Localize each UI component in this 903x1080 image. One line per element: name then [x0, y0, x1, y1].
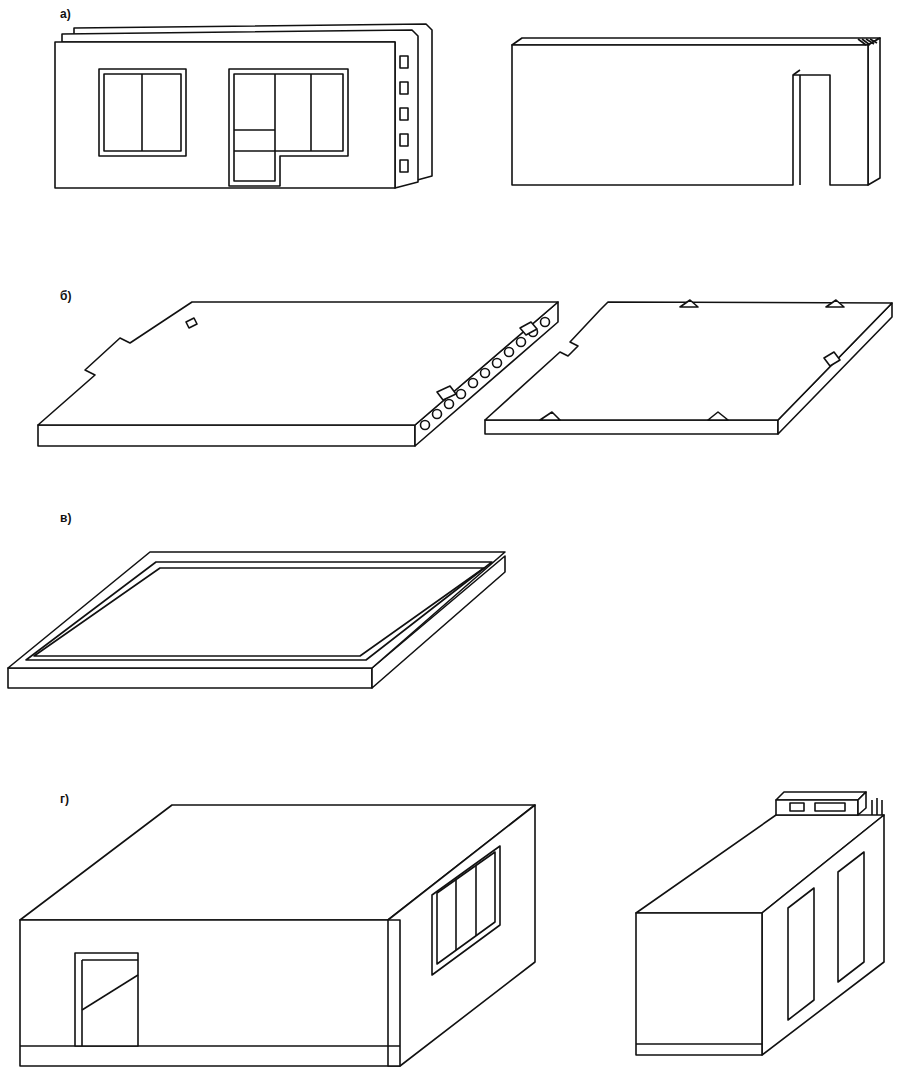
inner-wall-panel: [512, 38, 880, 185]
volumetric-block: [20, 805, 535, 1066]
panel-letter: а): [60, 8, 71, 20]
panel-letter: в): [60, 512, 71, 524]
hollow-core-slab: [38, 302, 558, 446]
outer-wall-panel: [55, 24, 432, 188]
panel-letter: б): [60, 290, 71, 302]
tray-slab: [8, 552, 505, 688]
sanitary-block: [636, 792, 884, 1055]
solid-slab: [485, 300, 892, 434]
panel-letter: г): [60, 793, 69, 805]
